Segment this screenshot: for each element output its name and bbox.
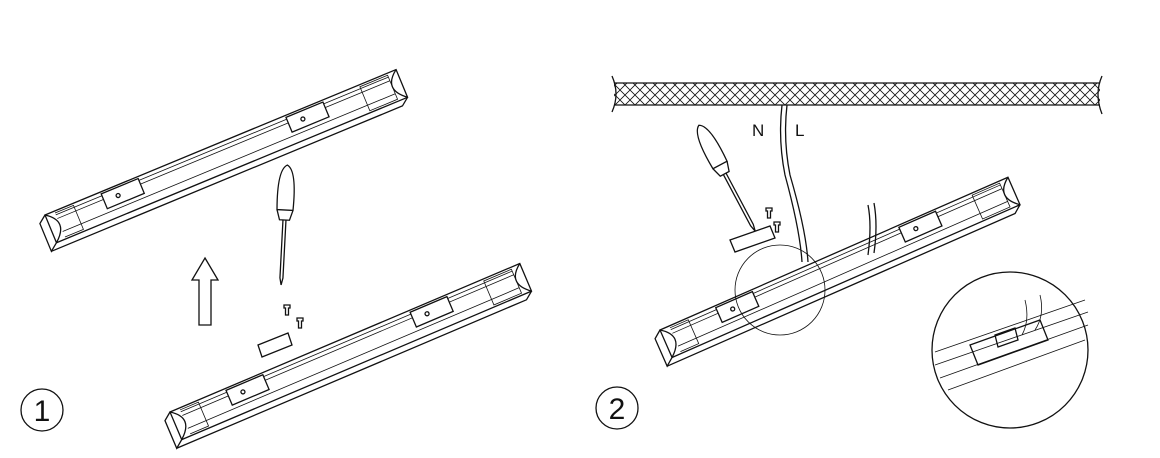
up-arrow-icon — [190, 256, 220, 326]
step-number: 2 — [609, 393, 626, 426]
screw-icon — [765, 207, 773, 219]
mains-wires — [779, 104, 809, 263]
wire-label-l: L — [795, 121, 804, 140]
step-2-badge: 2 — [595, 386, 639, 430]
screwdriver-icon — [272, 163, 297, 286]
step-1-fixture-bottom — [161, 262, 535, 449]
screw-icon — [773, 221, 781, 233]
magnified-detail — [931, 271, 1089, 429]
screw-icon — [296, 317, 304, 329]
step-1-badge: 1 — [20, 388, 64, 432]
ceiling — [611, 75, 1103, 115]
step-number: 1 — [34, 395, 51, 428]
wire-into-fixture — [867, 202, 877, 256]
detail-highlight-circle — [734, 244, 826, 336]
step-1-fixture-top — [36, 68, 411, 252]
end-cap-part — [729, 225, 776, 253]
screw-icon — [283, 304, 291, 316]
end-cap-part — [257, 332, 293, 358]
wire-label-n: N — [752, 121, 764, 140]
